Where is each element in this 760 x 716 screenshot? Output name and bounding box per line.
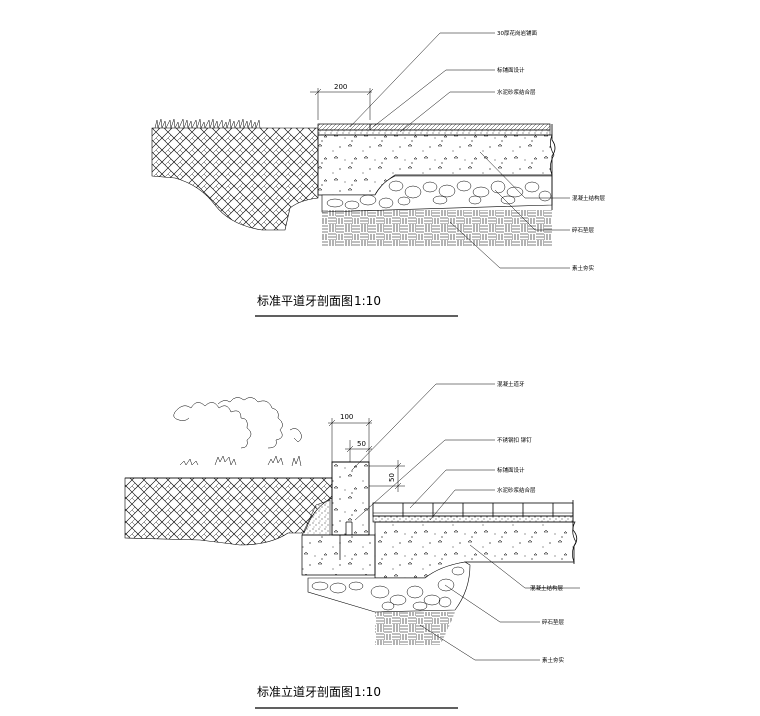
earth-hatch-2	[124, 477, 333, 546]
label-concrete-1: 混凝土结构层	[572, 194, 606, 202]
label-fixing-2: 不锈钢扣 铆钉	[497, 436, 532, 444]
label-curb-2: 混凝土道牙	[497, 380, 525, 388]
dim-100-label: 100	[340, 413, 353, 421]
paving-top-1	[317, 123, 551, 131]
title-section-1: 标准平道牙剖面图	[257, 294, 353, 308]
label-top-layer: 30厚花岗岩铺面	[497, 29, 537, 37]
concrete-2	[374, 521, 577, 579]
label-gravel-2: 碎石垫层	[542, 618, 565, 626]
section-raised-curb: 100 50 50 混凝土道牙 不锈钢扣 铆钉 标铺面设计	[124, 380, 580, 709]
shoulder-2	[301, 499, 331, 536]
curb-base-2	[301, 534, 376, 576]
label-marking-2: 标铺面设计	[497, 466, 525, 474]
leaders-1	[349, 32, 570, 269]
title-section-2: 标准立道牙剖面图	[257, 684, 353, 699]
grass-1	[154, 118, 261, 129]
paving-2	[372, 502, 574, 517]
soil-2	[375, 612, 455, 645]
mortar-1	[317, 129, 551, 136]
dimension-50-v	[369, 460, 405, 492]
dim-200-label: 200	[334, 83, 347, 91]
label-mortar-1: 水泥砂浆结合层	[497, 88, 536, 96]
scale-section-1: 1:10	[354, 294, 381, 308]
dimension-100	[328, 418, 373, 462]
dimension-200	[310, 88, 374, 120]
leaders-2	[351, 383, 580, 661]
fixing-2	[339, 521, 353, 560]
earth-hatch-1	[151, 127, 319, 231]
label-concrete-2: 混凝土结构层	[530, 584, 564, 592]
scale-section-2: 1:10	[354, 685, 381, 699]
curb-2	[331, 461, 370, 536]
mortar-2	[372, 515, 574, 523]
section-flat-curb: 200 30厚花岗岩铺面 标铺面设计 水泥砂浆结合层 混凝土结构层 碎石垫层 素…	[151, 29, 606, 317]
dimension-50-h	[345, 440, 373, 462]
dim-50v-label: 50	[388, 473, 396, 482]
label-marking-1: 标铺面设计	[497, 66, 525, 74]
soil-1	[322, 210, 552, 246]
dim-50-label: 50	[357, 440, 366, 448]
label-soil-1: 素土夯实	[572, 264, 595, 272]
gravel-2	[307, 561, 471, 613]
label-mortar-2: 水泥砂浆结合层	[497, 486, 536, 494]
shrubs-2	[173, 397, 302, 467]
label-gravel-1: 碎石垫层	[572, 226, 595, 234]
label-soil-2: 素土夯实	[542, 656, 565, 664]
